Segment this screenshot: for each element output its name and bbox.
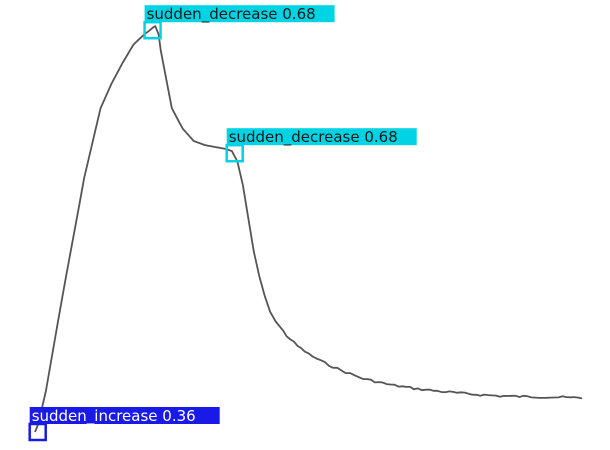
series-line [34,25,583,433]
detection-label-text: sudden_decrease 0.68 [147,5,316,24]
detection-label-background [226,128,417,146]
detection-box [225,143,244,163]
detection-label-text: sudden_increase 0.36 [32,407,196,426]
detection-label-text: sudden_decrease 0.68 [229,128,398,147]
detection-annotations: sudden_decrease 0.68 sudden_decrease 0.68… [28,5,417,442]
detection-label-background [144,5,335,23]
detection-label-background [29,407,220,424]
detection-annotation: sudden_decrease 0.68 [225,128,417,163]
detection-annotation: sudden_decrease 0.68 [143,5,335,40]
detection-annotation: sudden_increase 0.36 [28,407,220,442]
series-layer [34,25,583,433]
